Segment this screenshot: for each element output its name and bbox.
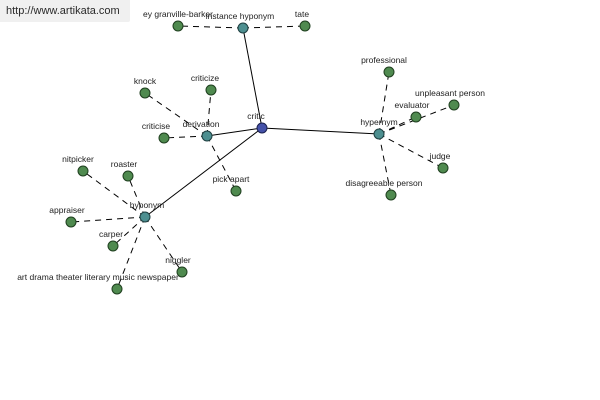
node-disagreeable-person[interactable] <box>385 189 397 201</box>
node-instance-hyponym[interactable] <box>237 22 249 34</box>
label-pick-apart[interactable]: pick apart <box>213 174 250 184</box>
label-carper[interactable]: carper <box>99 229 123 239</box>
node-carper[interactable] <box>107 240 119 252</box>
edge-hypernym-judge <box>378 133 444 169</box>
label-criticise[interactable]: criticise <box>142 121 171 131</box>
label-knock[interactable]: knock <box>134 76 157 86</box>
node-granville-barker[interactable] <box>172 20 184 32</box>
graph-nodes <box>65 20 460 295</box>
edge-instance-hyponym-tate <box>242 25 306 29</box>
node-critic[interactable] <box>256 122 268 134</box>
edge-derivation-criticise <box>163 135 208 139</box>
node-niggler[interactable] <box>176 266 188 278</box>
edge-hyponym-roaster <box>127 175 146 218</box>
node-unpleasant-person[interactable] <box>448 99 460 111</box>
node-professional[interactable] <box>383 66 395 78</box>
label-criticize[interactable]: criticize <box>191 73 220 83</box>
edge-critic-instance-hyponym <box>242 27 263 129</box>
edge-hyponym-appraiser <box>70 216 146 223</box>
edge-derivation-knock <box>144 92 208 137</box>
node-criticize[interactable] <box>205 84 217 96</box>
label-instance-hyponym[interactable]: instance hyponym <box>206 11 275 21</box>
node-roaster[interactable] <box>122 170 134 182</box>
label-professional[interactable]: professional <box>361 55 407 65</box>
edge-hyponym-niggler <box>144 216 183 273</box>
label-derivation[interactable]: derivation <box>183 119 220 129</box>
node-knock[interactable] <box>139 87 151 99</box>
edge-critic-hypernym <box>261 127 380 135</box>
node-hyponym[interactable] <box>139 211 151 223</box>
label-roaster[interactable]: roaster <box>111 159 138 169</box>
node-pick-apart[interactable] <box>230 185 242 197</box>
label-judge[interactable]: judge <box>429 151 451 161</box>
label-disagreeable-person[interactable]: disagreeable person <box>345 178 422 188</box>
graph-edges <box>70 25 455 290</box>
edge-hyponym-carper <box>112 216 146 247</box>
label-granville-barker[interactable]: ey granville-barker <box>143 9 213 19</box>
edge-critic-hyponym <box>144 127 263 218</box>
label-evaluator[interactable]: evaluator <box>395 100 430 110</box>
label-hyponym[interactable]: hyponym <box>130 200 165 210</box>
node-tate[interactable] <box>299 20 311 32</box>
label-niggler[interactable]: niggler <box>165 255 191 265</box>
edge-hypernym-evaluator <box>378 116 417 135</box>
edge-hyponym-art-drama-theater-literary-music-newspaper <box>116 216 146 290</box>
edge-instance-hyponym-granville-barker <box>177 25 244 29</box>
label-nitpicker[interactable]: nitpicker <box>62 154 94 164</box>
node-appraiser[interactable] <box>65 216 77 228</box>
edge-hypernym-unpleasant-person <box>378 104 455 135</box>
node-judge[interactable] <box>437 162 449 174</box>
label-art-drama-theater-literary-music-newspaper[interactable]: art drama theater literary music newspap… <box>17 272 179 282</box>
graph-labels: knock criticize criticise pick apart profess… <box>17 9 485 282</box>
edge-derivation-criticize <box>206 89 212 137</box>
node-evaluator[interactable] <box>410 111 422 123</box>
source-watermark[interactable]: http://www.artikata.com <box>0 0 130 22</box>
edge-critic-derivation <box>206 127 263 137</box>
label-unpleasant-person[interactable]: unpleasant person <box>415 88 485 98</box>
node-hypernym[interactable] <box>373 128 385 140</box>
label-critic[interactable]: critic <box>247 111 265 121</box>
node-derivation[interactable] <box>201 130 213 142</box>
node-art-drama-theater-literary-music-newspaper[interactable] <box>111 283 123 295</box>
label-appraiser[interactable]: appraiser <box>49 205 85 215</box>
node-nitpicker[interactable] <box>77 165 89 177</box>
label-hypernym[interactable]: hypernym <box>360 117 397 127</box>
label-tate[interactable]: tate <box>295 9 309 19</box>
node-criticise[interactable] <box>158 132 170 144</box>
edge-hyponym-nitpicker <box>82 170 146 218</box>
